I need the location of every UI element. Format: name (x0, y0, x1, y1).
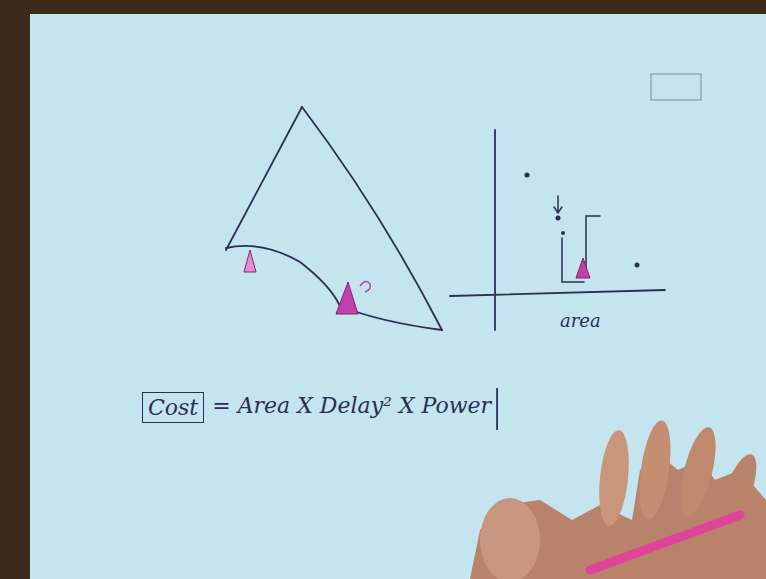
design-space (226, 107, 442, 330)
improvement-bracket (554, 196, 600, 282)
axis-label: area (560, 310, 601, 331)
boxed-term: Cost (142, 392, 204, 423)
stamp (651, 74, 701, 100)
paper (30, 14, 766, 579)
design-point-marker (244, 250, 370, 314)
plot-axes (450, 130, 665, 330)
hand (470, 419, 766, 579)
term-text: Cost (148, 395, 198, 420)
end-bar (496, 388, 498, 430)
design-point-marker (576, 258, 590, 278)
plot-points (525, 173, 640, 268)
formula-text: = Area X Delay² X Power (212, 393, 491, 418)
